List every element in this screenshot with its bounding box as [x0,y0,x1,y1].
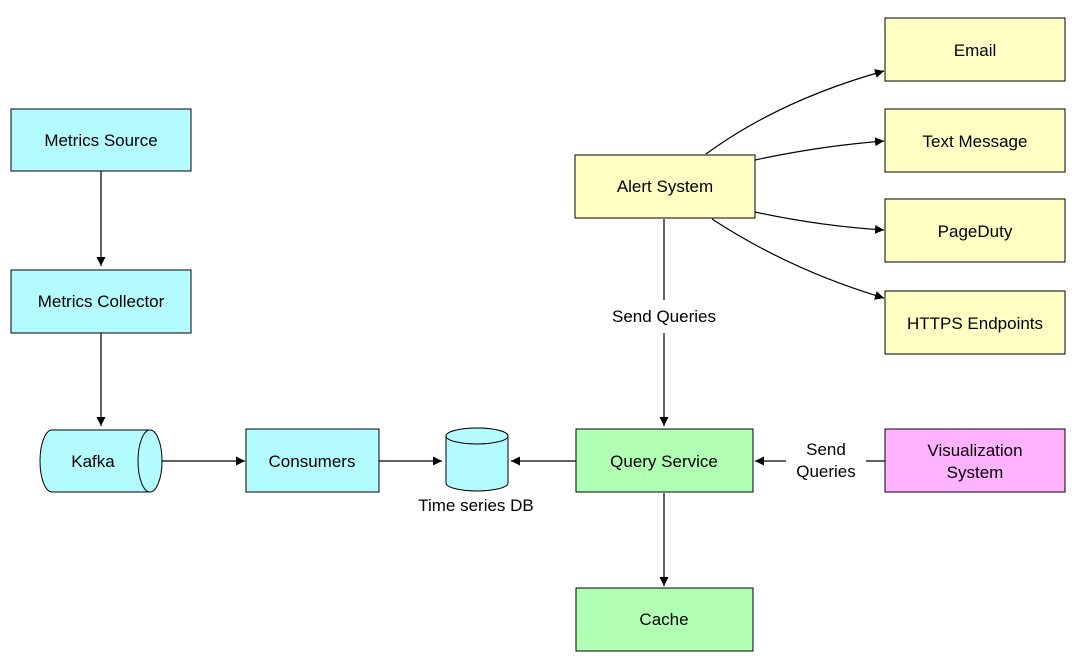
email-node: Email [884,17,1066,82]
kafka-label: Kafka [71,452,115,471]
https-endpoints-label: HTTPS Endpoints [907,314,1043,333]
metrics-source-node: Metrics Source [10,108,192,172]
edge-label-viz-queries: Queries [796,462,856,481]
text-message-label: Text Message [923,132,1028,151]
visualization-system-node: Visualization System [884,428,1066,493]
edge-alert-to-https [711,218,885,300]
email-label: Email [954,41,997,60]
metrics-source-label: Metrics Source [44,131,157,150]
visualization-label-line2: System [947,463,1004,482]
pageduty-label: PageDuty [938,222,1013,241]
alert-system-node: Alert System [574,154,756,219]
tsdb-label: Time series DB [418,496,534,515]
pageduty-node: PageDuty [884,198,1066,263]
kafka-node: Kafka [39,429,163,493]
alert-system-label: Alert System [617,177,713,196]
consumers-node: Consumers [245,428,380,493]
metrics-collector-node: Metrics Collector [10,269,192,334]
edge-alert-to-email [705,69,885,155]
cache-label: Cache [639,610,688,629]
visualization-label-line1: Visualization [927,441,1022,460]
cache-node: Cache [575,587,754,652]
edge-label-viz-send: Send [806,440,846,459]
consumers-label: Consumers [269,452,356,471]
query-service-node: Query Service [575,428,754,493]
https-endpoints-node: HTTPS Endpoints [884,290,1066,355]
tsdb-node: Time series DB [418,427,534,515]
edges [96,69,885,586]
edge-alert-to-pageduty [754,211,885,234]
metrics-collector-label: Metrics Collector [38,292,165,311]
edge-alert-to-text-message [754,137,885,161]
edge-label-alert-send-queries: Send Queries [612,307,716,326]
query-service-label: Query Service [610,452,718,471]
text-message-node: Text Message [884,108,1066,173]
